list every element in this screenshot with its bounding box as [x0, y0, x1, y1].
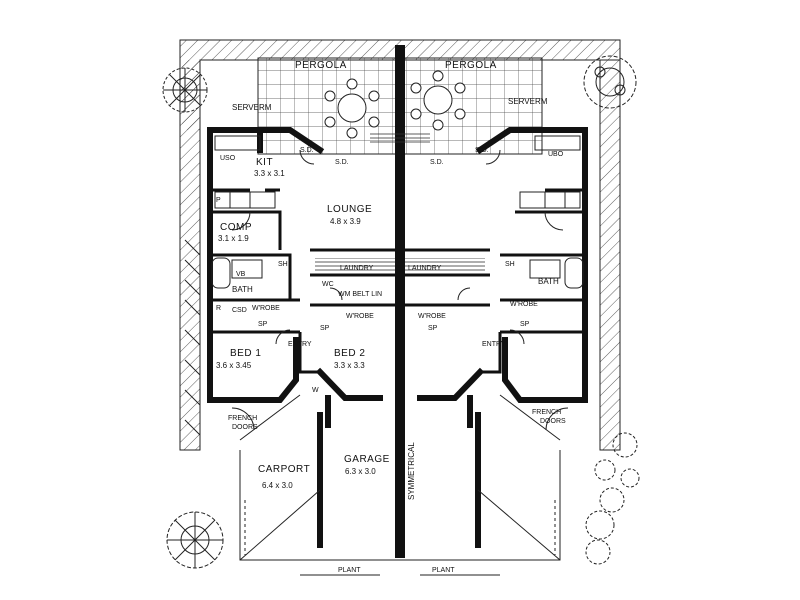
shrubs-right: [585, 432, 640, 565]
bed1-dim: 3.6 x 3.45: [216, 361, 252, 370]
tag-sp-2: SP: [520, 321, 530, 328]
labels: PERGOLA PERGOLA SERVERM SERVERM KIT 3.3 …: [216, 60, 566, 574]
french-right-1: FRENCH: [532, 409, 561, 416]
garage-dim: 6.3 x 3.0: [345, 467, 376, 476]
laundry-bench-right: [405, 258, 485, 272]
laundry-bench-left: [315, 258, 395, 272]
laundry-right-label: LAUNDRY: [408, 265, 442, 272]
entry-left-label: ENTRY: [288, 341, 312, 348]
carport-outline: [239, 394, 561, 576]
outdoor-table-right: [410, 70, 466, 131]
bath-left-label: BATH: [232, 285, 253, 294]
linen-label: WM BELT LIN: [338, 291, 382, 298]
lounge-window: [370, 132, 430, 144]
tag-sd-1: S.D.: [300, 147, 314, 154]
garden-border: [179, 39, 621, 451]
tree-bottom-left: [166, 511, 224, 569]
lounge-label: LOUNGE: [327, 204, 372, 215]
tag-sh-right: SH: [505, 261, 515, 268]
garage-label: GARAGE: [344, 454, 390, 465]
french-left-1: FRENCH: [228, 415, 257, 422]
bed2-dim: 3.3 x 3.3: [334, 361, 365, 370]
tag-sh-left: SH: [278, 261, 288, 268]
kitchen-bench-right: [519, 135, 581, 209]
french-right-2: DOORS: [540, 418, 566, 425]
kitchen-bench-left: [214, 135, 276, 209]
tag-p: P: [216, 197, 221, 204]
tag-sp-3: SP: [320, 325, 330, 332]
tree-top-left: [162, 67, 208, 113]
tag-sd-4: S.D.: [475, 147, 489, 154]
door-swings: [231, 149, 569, 431]
carport-label: CARPORT: [258, 464, 310, 475]
pergola-right-label: PERGOLA: [445, 60, 497, 71]
kitchen-label: KIT: [256, 157, 273, 168]
comp-label: COMP: [220, 222, 252, 233]
tag-sp-1: SP: [258, 321, 268, 328]
tag-wc: WC: [322, 281, 334, 288]
tag-csd: CSD: [232, 307, 247, 314]
entry-right-label: ENTRY: [482, 341, 506, 348]
bed1-label: BED 1: [230, 348, 261, 359]
tag-r: R: [216, 305, 221, 312]
carport-dim: 6.4 x 3.0: [262, 481, 293, 490]
lounge-dim: 4.8 x 3.9: [330, 217, 361, 226]
pergola-left-label: PERGOLA: [295, 60, 347, 71]
tag-sd-3: S.D.: [430, 159, 444, 166]
outdoor-table-left: [324, 78, 380, 139]
wrobe-center-right-label: W'ROBE: [418, 313, 446, 320]
planter-right-label: PLANT: [432, 567, 455, 574]
bath-tub-right: [529, 257, 584, 289]
tag-sd-2: S.D.: [335, 159, 349, 166]
wrobe-right-label: W'ROBE: [510, 301, 538, 308]
serverm-left-label: SERVERM: [232, 103, 272, 112]
kitchen-dim: 3.3 x 3.1: [254, 169, 285, 178]
wrobe-center-left-label: W'ROBE: [346, 313, 374, 320]
french-left-2: DOORS: [232, 424, 258, 431]
bath-tub-left: [211, 257, 263, 289]
tag-ubo: UBO: [548, 151, 564, 158]
planter-left-label: PLANT: [338, 567, 361, 574]
tag-vb: VB: [236, 271, 246, 278]
tree-top-right: [583, 55, 637, 109]
laundry-left-label: LAUNDRY: [340, 265, 374, 272]
bath-right-label: BATH: [538, 277, 559, 286]
tag-w: W: [312, 387, 319, 394]
serverm-right-label: SERVERM: [508, 97, 548, 106]
bed2-label: BED 2: [334, 348, 365, 359]
comp-dim: 3.1 x 1.9: [218, 234, 249, 243]
symmetrical-label: SYMMETRICAL: [407, 442, 416, 500]
wrobe-left-label: W'ROBE: [252, 305, 280, 312]
tag-uso: USO: [220, 155, 236, 162]
garden-left: [184, 239, 201, 436]
tag-sp-4: SP: [428, 325, 438, 332]
